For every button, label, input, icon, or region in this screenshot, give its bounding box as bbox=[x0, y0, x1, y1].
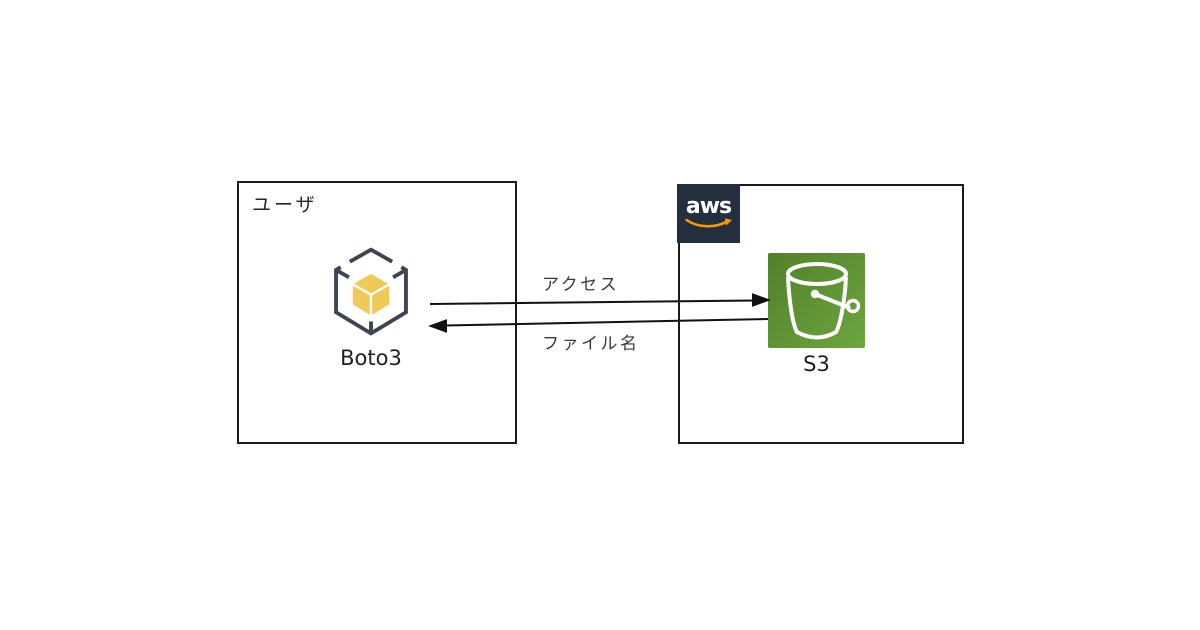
user-group-label: ユーザ bbox=[252, 194, 318, 216]
boto3-node: Boto3 bbox=[321, 246, 421, 370]
s3-label: S3 bbox=[803, 352, 830, 376]
aws-logo: aws bbox=[677, 184, 740, 243]
aws-smile-icon bbox=[684, 217, 732, 227]
arrow-label-access: アクセス bbox=[542, 275, 620, 295]
arrow-label-filename: ファイル名 bbox=[542, 334, 640, 354]
boto3-cube-icon bbox=[334, 247, 408, 336]
boto3-label: Boto3 bbox=[340, 346, 402, 370]
s3-bucket-glyph bbox=[786, 262, 861, 340]
s3-bucket-icon bbox=[768, 253, 865, 348]
aws-logo-text: aws bbox=[685, 193, 732, 219]
s3-node: S3 bbox=[768, 253, 865, 376]
